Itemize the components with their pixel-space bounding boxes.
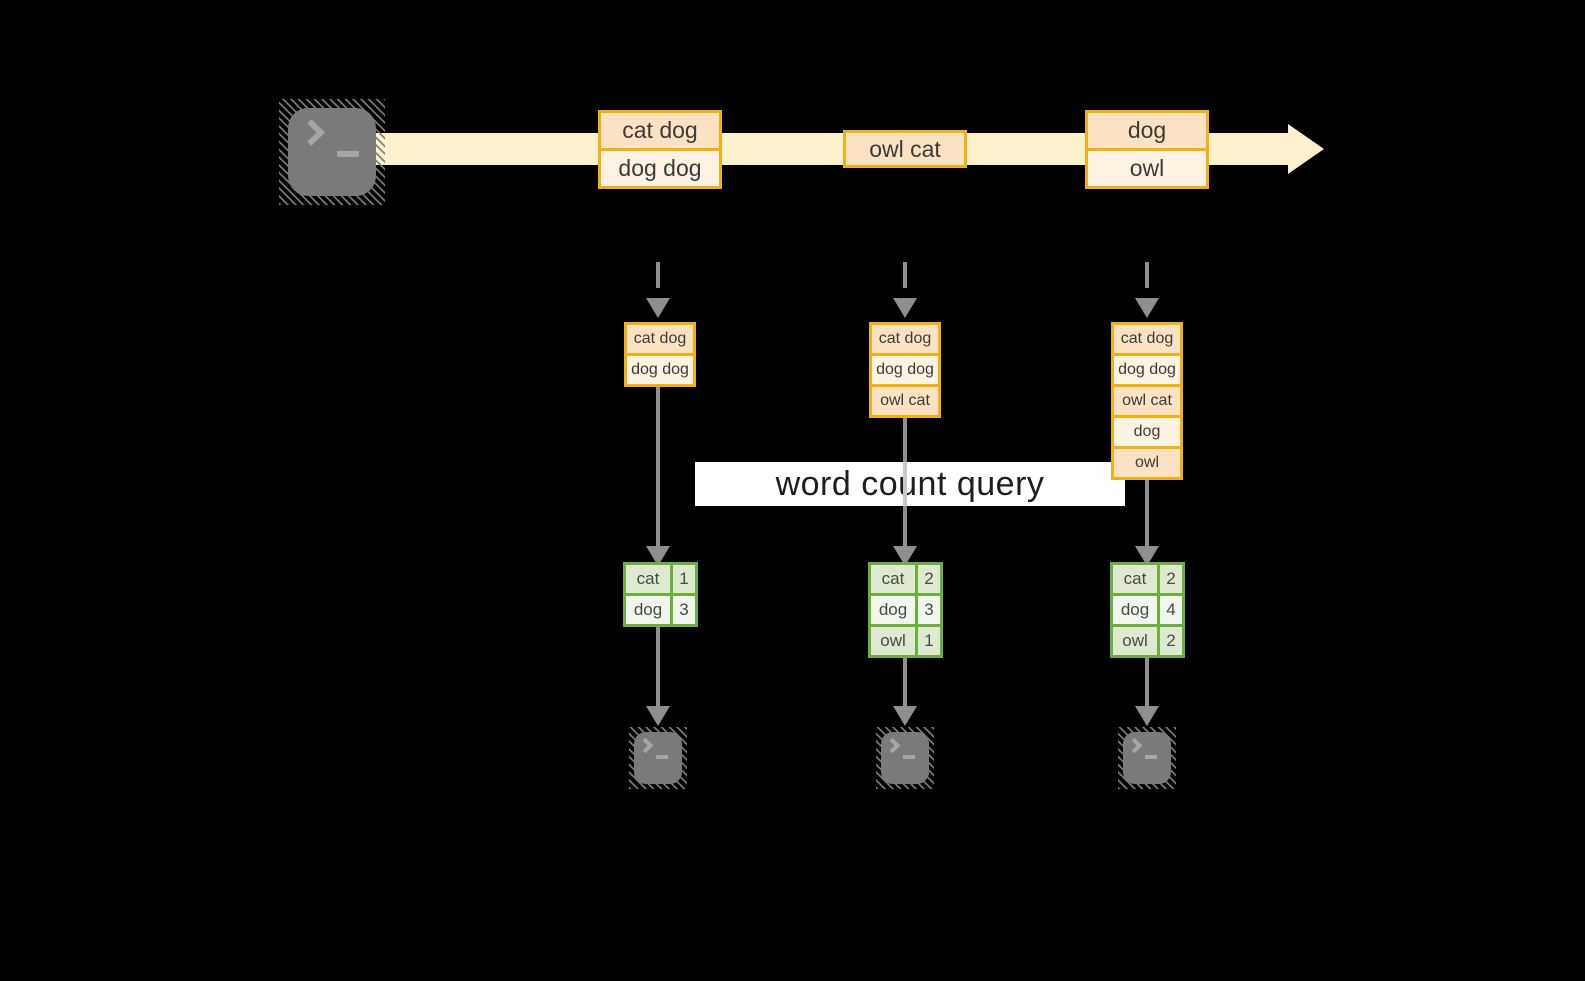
result-count: 2 [918,565,940,593]
result-word: dog [626,596,670,624]
input-row: owl cat [872,384,938,415]
result-word: dog [871,596,915,624]
result-word: cat [1113,565,1157,593]
terminal-underscore-icon [903,755,915,759]
input-row: dog [1114,415,1180,446]
result-word: cat [626,565,670,593]
flow-line [1145,480,1149,546]
result-count: 4 [1160,596,1182,624]
batch-item: dog dog [601,148,719,186]
arrowhead-icon [646,546,670,566]
arrowhead-icon [1135,706,1159,726]
result-word: owl [1113,627,1157,655]
source-terminal-icon [279,99,385,205]
result-table-1: cat 1 dog 3 [623,562,698,627]
input-table-2: cat dog dog dog owl cat [869,322,941,418]
dashed-arrowhead-icon [893,298,917,318]
result-count: 1 [673,565,695,593]
flow-line [656,627,660,706]
batch-item: cat dog [601,113,719,148]
input-table-1: cat dog dog dog [624,322,696,387]
dashed-arrowhead-icon [1135,298,1159,318]
timeline-batch-2: owl cat [843,130,967,168]
terminal-underscore-icon [337,151,359,157]
stream-timeline-arrowhead-icon [1288,124,1324,174]
input-row: cat dog [1114,325,1180,353]
query-banner: word count query [695,462,1125,506]
input-row: dog dog [627,353,693,384]
result-table-2: cat 2 dog 3 owl 1 [868,562,943,658]
result-word: dog [1113,596,1157,624]
timeline-batch-3: dog owl [1085,110,1209,189]
result-word: owl [871,627,915,655]
query-banner-label: word count query [775,465,1045,503]
timeline-batch-1: cat dog dog dog [598,110,722,189]
arrowhead-icon [1135,546,1159,566]
result-table-3: cat 2 dog 4 owl 2 [1110,562,1185,658]
result-word: cat [871,565,915,593]
input-row: cat dog [627,325,693,353]
terminal-underscore-icon [656,755,668,759]
arrowhead-icon [646,706,670,726]
input-row: owl cat [1114,384,1180,415]
flow-line [1145,657,1149,706]
sink-terminal-icon [629,727,687,789]
result-count: 3 [918,596,940,624]
flow-line [903,658,907,706]
flow-line [656,385,660,546]
sink-terminal-icon [1118,727,1176,789]
sink-terminal-icon [876,727,934,789]
input-row: owl [1114,446,1180,477]
input-row: dog dog [872,353,938,384]
result-count: 3 [673,596,695,624]
flow-line-over-banner [903,462,907,506]
input-row: dog dog [1114,353,1180,384]
dashed-arrowhead-icon [646,298,670,318]
arrowhead-icon [893,706,917,726]
terminal-underscore-icon [1145,755,1157,759]
batch-item: dog [1088,113,1206,148]
result-count: 1 [918,627,940,655]
input-table-3: cat dog dog dog owl cat dog owl [1111,322,1183,480]
batch-item: owl cat [846,133,964,165]
dashed-arrow-line [903,262,907,288]
terminal-body [288,108,376,196]
arrowhead-icon [893,546,917,566]
dashed-arrow-line [1145,262,1149,288]
result-count: 2 [1160,627,1182,655]
input-row: cat dog [872,325,938,353]
result-count: 2 [1160,565,1182,593]
batch-item: owl [1088,148,1206,186]
dashed-arrow-line [656,262,660,288]
